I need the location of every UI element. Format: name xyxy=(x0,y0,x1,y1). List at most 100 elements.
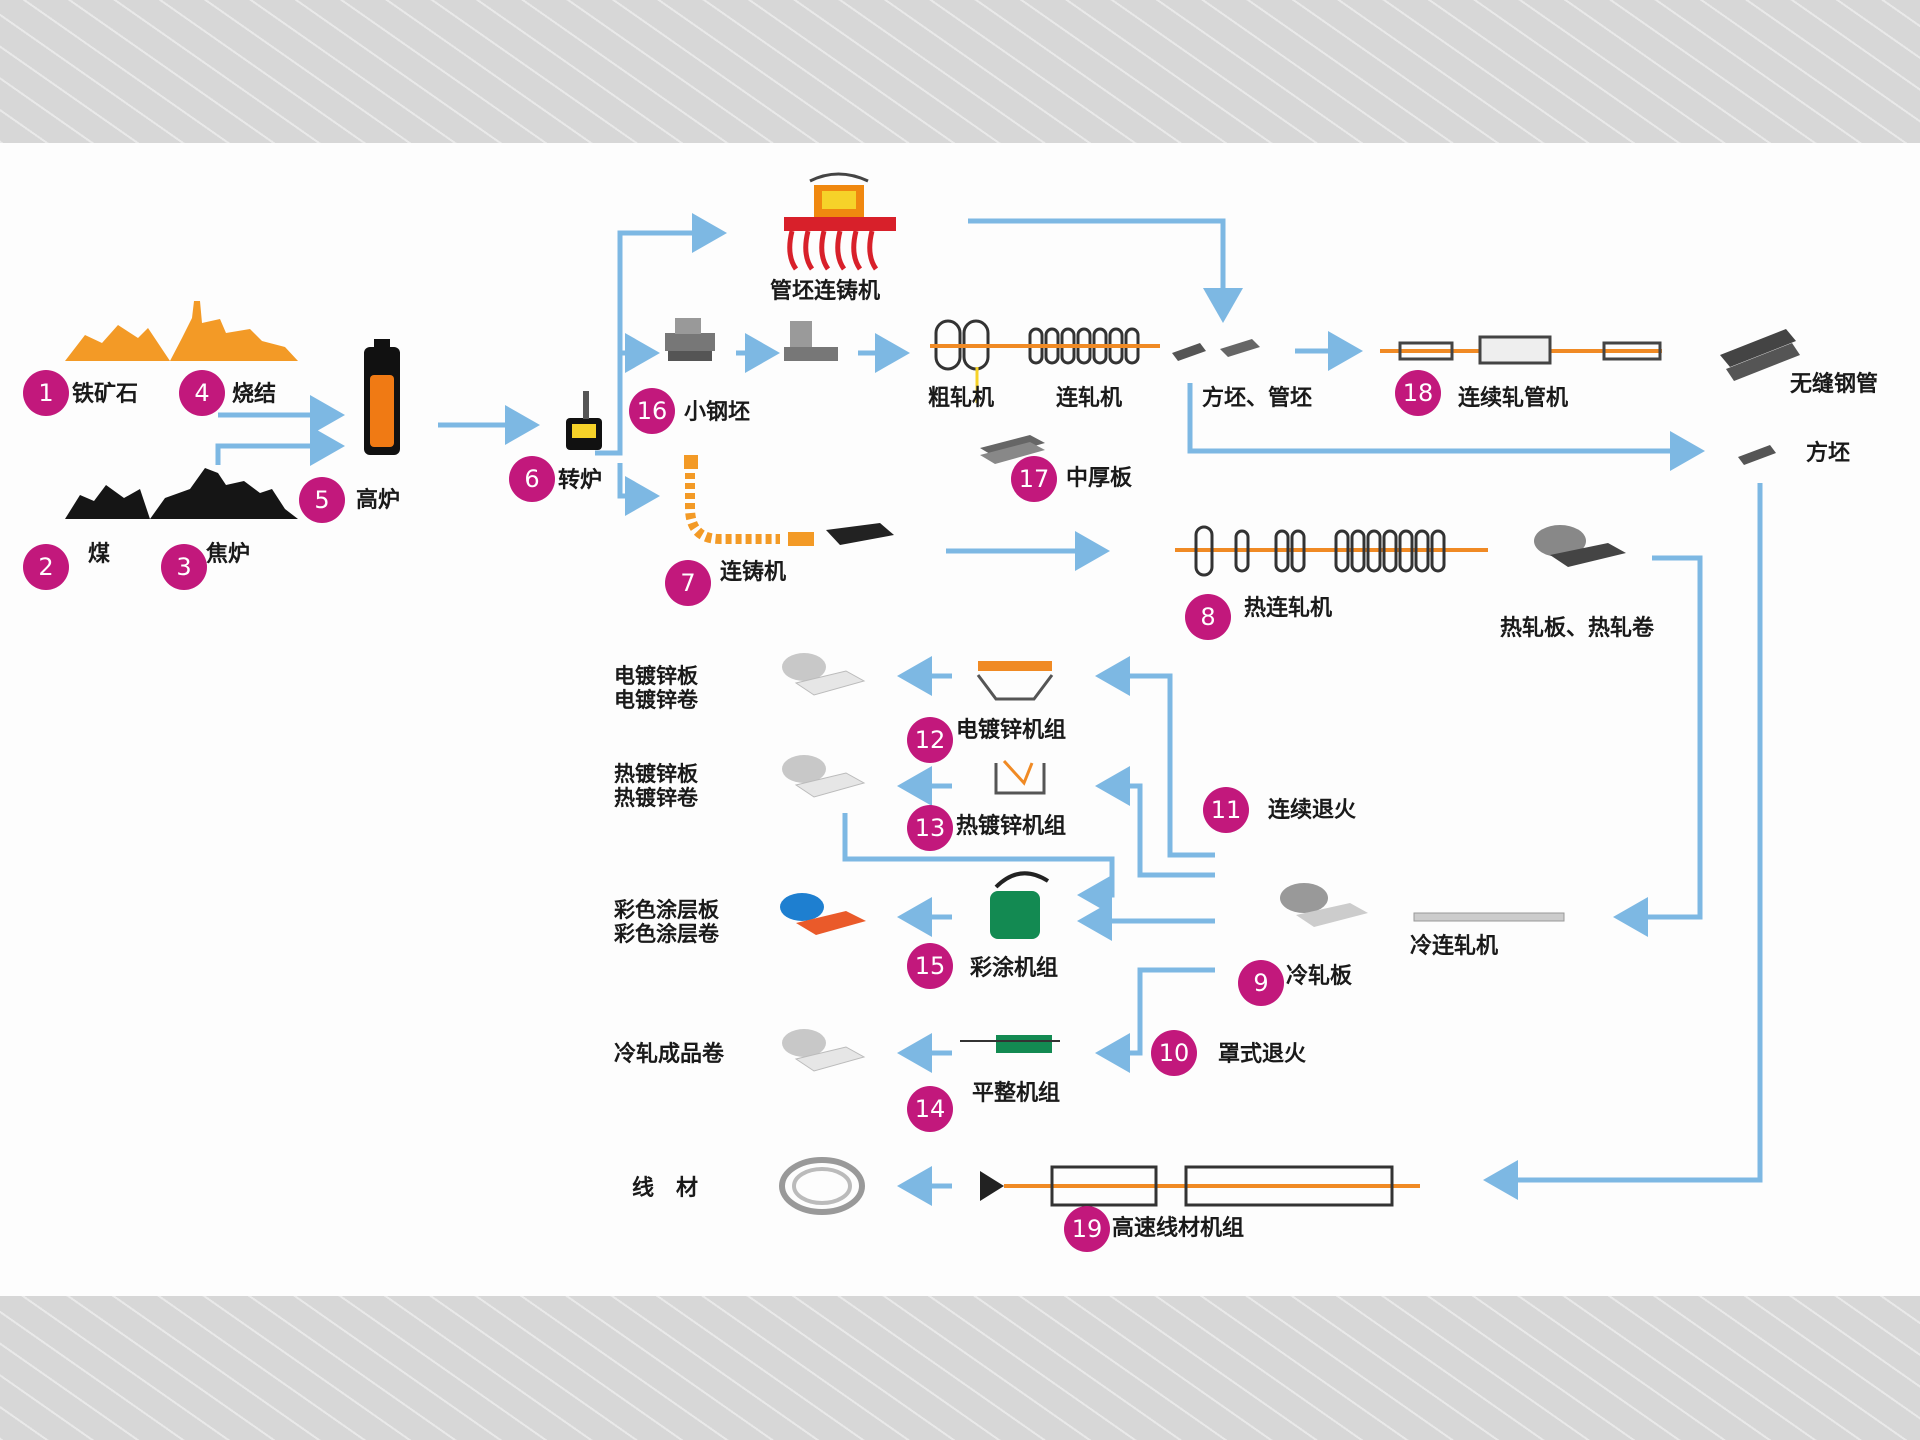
step-number: 10 xyxy=(1159,1039,1190,1067)
step-7: 7 连铸机 xyxy=(665,559,786,606)
label-color-coil: 彩色涂层卷 xyxy=(613,922,720,946)
step-number: 18 xyxy=(1403,379,1434,407)
step-17: 17 中厚板 xyxy=(1011,456,1133,502)
label-tube-caster: 管坯连铸机 xyxy=(770,278,880,304)
diagram-panel: 管坯连铸机 粗轧机 连轧机 方坯、管坯 无缝钢管 方坯 热轧板、热轧卷 冷连轧机… xyxy=(0,143,1920,1296)
hdg-product-icon xyxy=(782,755,866,798)
arrow-to-temper-line xyxy=(1095,967,1215,1073)
step-label: 平整机组 xyxy=(972,1080,1060,1106)
label-continuous-mill: 连轧机 xyxy=(1056,385,1122,411)
step-number: 13 xyxy=(915,814,946,842)
step-label: 焦炉 xyxy=(205,541,250,567)
eg-line-icon xyxy=(976,661,1054,701)
step-18: 18 连续轧管机 xyxy=(1395,370,1568,416)
step-label: 冷轧板 xyxy=(1286,963,1353,989)
label-cold-coil: 冷轧成品卷 xyxy=(614,1041,725,1067)
label-cold-mill: 冷连轧机 xyxy=(1410,933,1498,959)
label-color-sheet: 彩色涂层板 xyxy=(613,898,720,922)
step-number: 16 xyxy=(637,397,668,425)
small-billet-caster-icon xyxy=(665,318,838,361)
arrow-to-square-billet xyxy=(1187,383,1705,471)
billet-pieces-icon xyxy=(1172,339,1260,361)
step-label: 高炉 xyxy=(356,487,400,513)
arrow-square-billet-to-wire-mill xyxy=(1483,483,1763,1200)
eg-product-icon xyxy=(782,653,866,696)
step-2: 2 煤 xyxy=(23,541,110,590)
label-hdg-coil: 热镀锌卷 xyxy=(614,786,699,810)
arrow-coke-to-furnace xyxy=(215,426,345,466)
temper-mill-icon xyxy=(960,1035,1060,1053)
cold-mill-icon xyxy=(1413,912,1565,922)
step-8: 8 热连轧机 xyxy=(1185,594,1332,640)
converter-icon xyxy=(566,391,602,450)
coke-oven-icon xyxy=(150,468,298,519)
color-coating-line-icon xyxy=(990,871,1050,939)
blast-furnace-icon xyxy=(364,339,400,455)
hdg-line-icon xyxy=(994,759,1046,795)
step-9: 9 冷轧板 xyxy=(1238,960,1353,1006)
step-10: 10 罩式退火 xyxy=(1151,1030,1306,1076)
arrow-to-eg-line xyxy=(1095,656,1215,858)
step-label: 小钢坯 xyxy=(684,399,750,425)
step-label: 热连轧机 xyxy=(1244,595,1332,621)
step-label: 连铸机 xyxy=(720,559,786,585)
label-square-billet: 方坯 xyxy=(1806,440,1850,466)
step-14: 14 平整机组 xyxy=(907,1080,1060,1132)
step-15: 15 彩涂机组 xyxy=(907,943,1058,989)
seamless-pipe-icon xyxy=(1720,329,1800,381)
step-label: 彩涂机组 xyxy=(969,955,1058,981)
color-coated-product-icon xyxy=(780,893,866,935)
label-hdg-sheet: 热镀锌板 xyxy=(614,762,699,786)
label-eg-sheet: 电镀锌板 xyxy=(614,664,699,688)
step-number: 14 xyxy=(915,1095,946,1123)
step-19: 19 高速线材机组 xyxy=(1064,1206,1244,1252)
step-11: 11 连续退火 xyxy=(1203,787,1356,833)
label-billets: 方坯、管坯 xyxy=(1202,385,1312,411)
arrow-hot-coil-to-cold-mill xyxy=(1613,555,1703,937)
label-wire: 线 材 xyxy=(632,1175,698,1201)
step-number: 19 xyxy=(1072,1215,1103,1243)
step-number: 11 xyxy=(1211,796,1242,824)
label-seamless-pipe: 无缝钢管 xyxy=(1790,371,1878,397)
step-number: 1 xyxy=(38,379,53,407)
step-4: 4 烧结 xyxy=(179,370,276,416)
step-16: 16 小钢坯 xyxy=(629,388,750,434)
label-eg-coil: 电镀锌卷 xyxy=(614,688,699,712)
tube-caster-icon xyxy=(784,172,896,271)
arrow-converter-to-caster xyxy=(617,463,660,516)
flow-arrows xyxy=(215,213,1763,1206)
arrow-converter-to-tube-caster xyxy=(595,213,727,456)
tube-mill-icon xyxy=(1380,335,1662,365)
cold-coil-product-icon xyxy=(782,1029,866,1072)
background-top-band xyxy=(0,0,1920,143)
arrow-to-hdg-line xyxy=(1095,766,1215,878)
step-number: 4 xyxy=(194,379,209,407)
step-label: 烧结 xyxy=(232,381,276,407)
step-13: 13 热镀锌机组 xyxy=(907,805,1066,851)
plate-icon xyxy=(980,435,1045,464)
step-12: 12 电镀锌机组 xyxy=(907,717,1066,763)
wire-coil-icon xyxy=(779,1157,865,1215)
coal-icon xyxy=(65,485,150,519)
step-number: 6 xyxy=(524,465,539,493)
step-number: 3 xyxy=(176,553,191,581)
square-billet-icon xyxy=(1738,445,1776,465)
step-label: 连续轧管机 xyxy=(1458,385,1568,411)
billet-caster-icon xyxy=(684,455,894,546)
step-label: 连续退火 xyxy=(1268,797,1356,823)
wire-rod-mill-icon xyxy=(980,1165,1420,1207)
step-label: 电镀锌机组 xyxy=(956,717,1066,743)
rough-and-continuous-mill-icon xyxy=(930,319,1160,403)
step-number: 8 xyxy=(1200,603,1215,631)
step-label: 中厚板 xyxy=(1066,466,1133,491)
label-rough-mill: 粗轧机 xyxy=(928,385,994,411)
sinter-plant-icon xyxy=(170,301,298,361)
step-number: 12 xyxy=(915,726,946,754)
hot-strip-mill-icon xyxy=(1175,525,1488,577)
arrow-tube-caster-to-billets xyxy=(968,218,1243,323)
step-label: 热镀锌机组 xyxy=(956,813,1066,839)
cold-rolled-coil-icon xyxy=(1280,883,1368,927)
hot-coil-icon xyxy=(1534,525,1626,567)
step-number: 9 xyxy=(1253,969,1268,997)
step-number: 5 xyxy=(314,486,329,514)
